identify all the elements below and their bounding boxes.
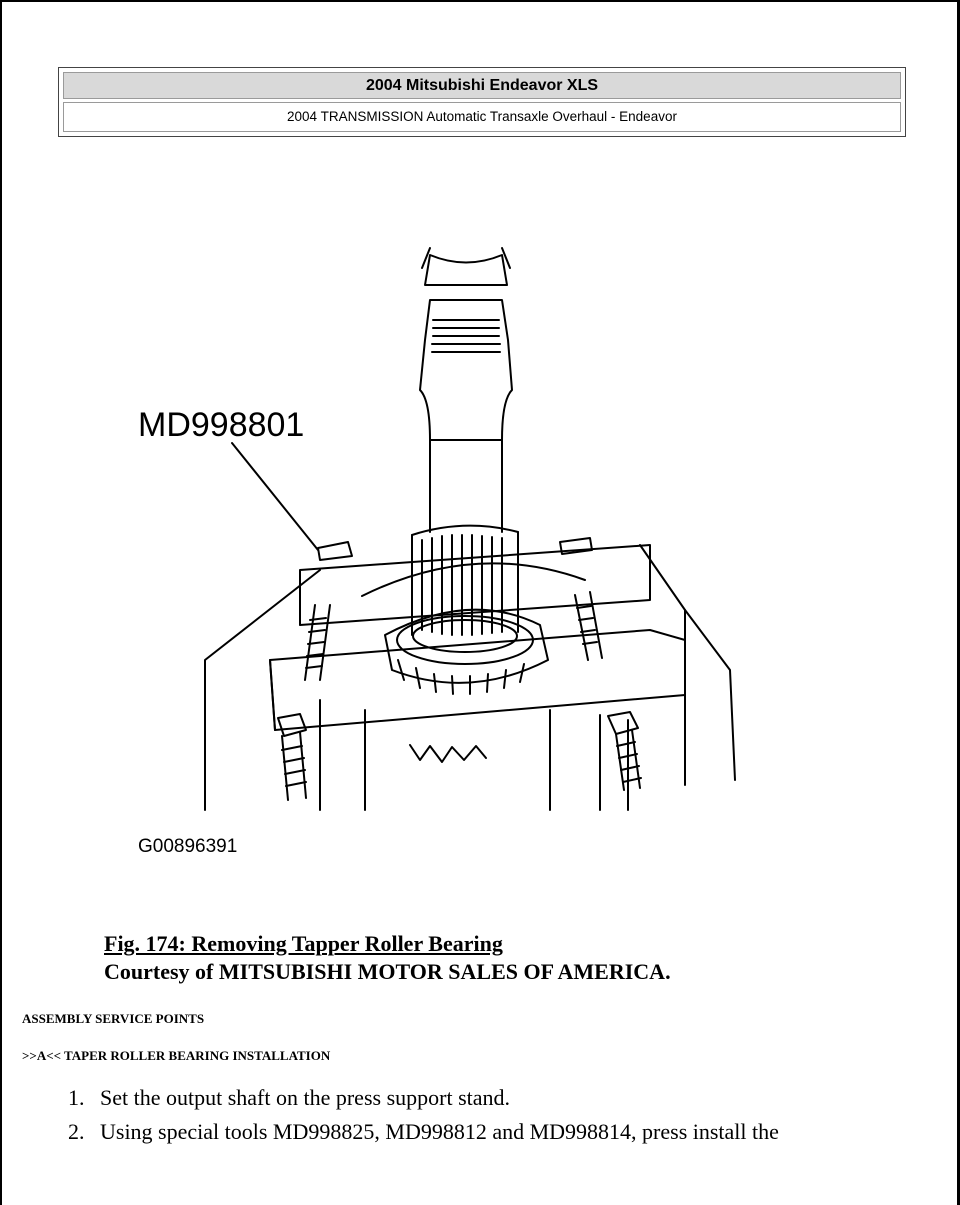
procedure-steps: 1. Set the output shaft on the press sup… [68, 1085, 779, 1153]
page-border-top [0, 0, 960, 2]
step-number: 2. [68, 1119, 85, 1144]
section-heading: ASSEMBLY SERVICE POINTS [22, 1011, 205, 1026]
step-text: Set the output shaft on the press suppor… [100, 1085, 511, 1110]
caption-title: Fig. 174: Removing Tapper Roller Bearing [104, 931, 503, 956]
step-text: Using special tools MD998825, MD998812 a… [100, 1119, 779, 1144]
vehicle-title: 2004 Mitsubishi Endeavor XLS [63, 72, 901, 99]
tool-label: MD998801 [138, 406, 304, 444]
section-subtitle: 2004 TRANSMISSION Automatic Transaxle Ov… [63, 102, 901, 132]
figure-code: G00896391 [138, 836, 237, 857]
step-item: 1. Set the output shaft on the press sup… [68, 1085, 779, 1111]
bearing-removal-figure: MD998801 G00896391 [130, 240, 750, 860]
bearing-removal-illustration: MD998801 G00896391 [138, 247, 736, 857]
document-header: 2004 Mitsubishi Endeavor XLS 2004 TRANSM… [58, 67, 906, 137]
page-border-left [0, 0, 2, 1205]
figure-caption: Fig. 174: Removing Tapper Roller Bearing… [104, 930, 671, 986]
step-number: 1. [68, 1085, 85, 1110]
page-border-right [957, 0, 960, 1205]
caption-courtesy: Courtesy of MITSUBISHI MOTOR SALES OF AM… [104, 959, 671, 984]
subsection-heading: >>A<< TAPER ROLLER BEARING INSTALLATION [22, 1048, 331, 1063]
step-item: 2. Using special tools MD998825, MD99881… [68, 1119, 779, 1145]
